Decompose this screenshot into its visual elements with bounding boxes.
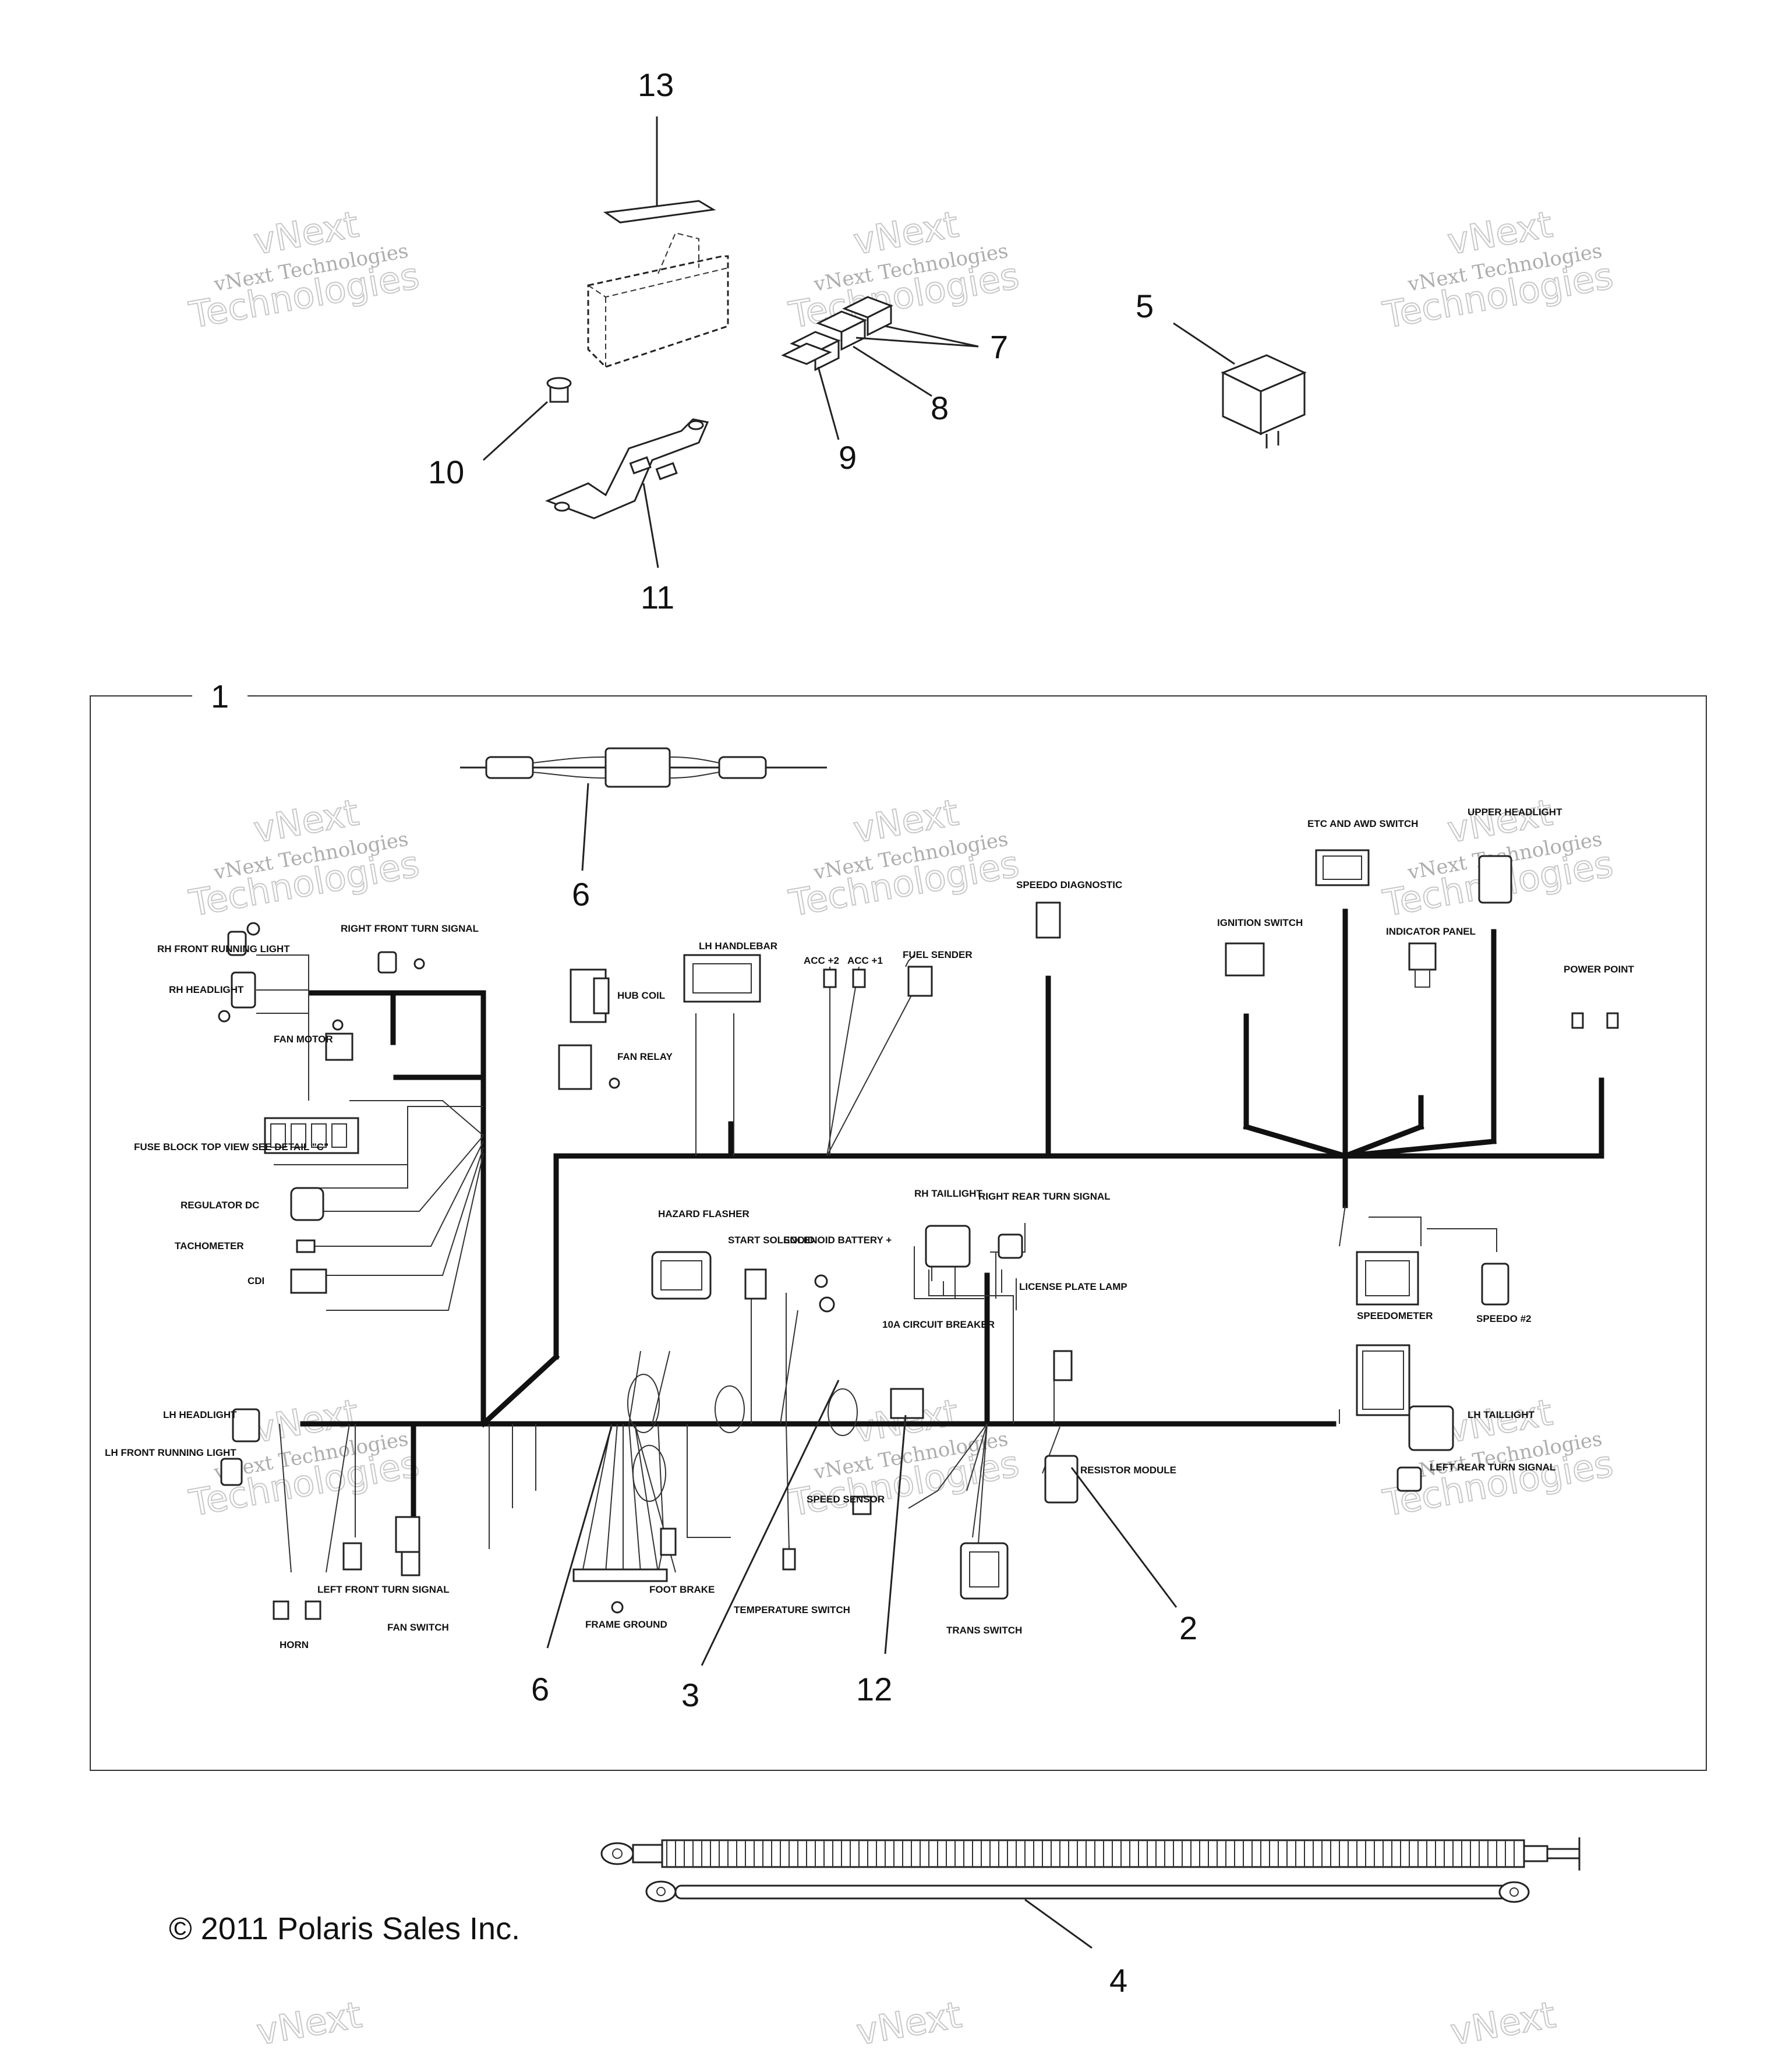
label-rh-taillight: RH TAILLIGHT <box>914 1188 982 1199</box>
callout-3: 3 <box>681 1677 699 1713</box>
label-power-point: POWER POINT <box>1564 964 1635 975</box>
harness-trunks <box>300 908 1604 1517</box>
callout-4: 4 <box>1109 1962 1127 1999</box>
label-indicator-panel: INDICATOR PANEL <box>1386 926 1476 937</box>
label-temperature-switch: TEMPERATURE SWITCH <box>734 1604 850 1615</box>
label-lh-headlight: LH HEADLIGHT <box>163 1409 237 1420</box>
callout-6-top: 6 <box>572 876 590 913</box>
label-left-front-turn-signal: LEFT FRONT TURN SIGNAL <box>317 1584 450 1595</box>
label-lh-taillight: LH TAILLIGHT <box>1468 1409 1535 1420</box>
label-fan-switch: FAN SWITCH <box>387 1622 449 1633</box>
label-start-solenoid: START SOLENOID <box>728 1235 815 1246</box>
callout-1: 1 <box>211 678 229 715</box>
callout-9: 9 <box>839 439 857 476</box>
callout-13: 13 <box>638 66 674 103</box>
label-lh-front-running-light: LH FRONT RUNNING LIGHT <box>105 1447 236 1458</box>
label-foot-brake: FOOT BRAKE <box>649 1584 715 1595</box>
label-hub-coil: HUB COIL <box>617 990 665 1001</box>
battery-cables-4: 4 <box>600 1837 1581 1999</box>
label-acc2: ACC +2 <box>804 955 839 966</box>
label-trans-switch: TRANS SWITCH <box>946 1625 1022 1636</box>
callout-11: 11 <box>641 579 674 616</box>
part-13-decal: 13 <box>603 66 716 224</box>
rh-headlight-connector <box>231 971 256 1009</box>
callout-6-bottom: 6 <box>531 1671 549 1707</box>
callout-10: 10 <box>428 454 464 490</box>
label-ignition-switch: IGNITION SWITCH <box>1217 917 1303 928</box>
label-fuel-sender: FUEL SENDER <box>903 949 973 960</box>
label-circuit-breaker: 10A CIRCUIT BREAKER <box>882 1319 995 1330</box>
label-regulator-dc: REGULATOR DC <box>181 1200 259 1211</box>
copyright-text: © 2011 Polaris Sales Inc. <box>169 1911 520 1946</box>
label-frame-ground: FRAME GROUND <box>585 1619 667 1630</box>
label-fuse-block: FUSE BLOCK TOP VIEW SEE DETAIL "C" <box>134 1141 328 1152</box>
watermark-text: vNext <box>1447 1993 1558 2053</box>
watermark-text: vNext <box>853 1993 964 2053</box>
callout-12: 12 <box>856 1671 892 1707</box>
label-license-plate-lamp: LICENSE PLATE LAMP <box>1019 1281 1127 1292</box>
callout-8: 8 <box>931 390 949 426</box>
label-fan-motor: FAN MOTOR <box>274 1034 333 1045</box>
label-rh-headlight: RH HEADLIGHT <box>169 984 244 995</box>
label-cdi: CDI <box>248 1275 264 1286</box>
callout-5: 5 <box>1136 288 1154 324</box>
watermark-text: vNext <box>253 1993 365 2053</box>
fuse-box-cover <box>587 232 729 368</box>
hazard-flasher-connector <box>651 1251 712 1300</box>
label-solenoid-battery: SOLENOID BATTERY + <box>783 1235 892 1246</box>
label-hazard-flasher: HAZARD FLASHER <box>658 1208 749 1219</box>
resistor-module <box>1044 1455 1079 1504</box>
part-5-relay: 5 <box>1136 288 1307 448</box>
harness-frame: 1 <box>90 678 1707 1771</box>
watermark-group: vNext vNext Technologies Technologies vN… <box>185 202 1617 2054</box>
label-speed-sensor: SPEED SENSOR <box>807 1494 885 1505</box>
label-speedo2: SPEEDO #2 <box>1476 1313 1532 1324</box>
component-labels: RH FRONT RUNNING LIGHT RH HEADLIGHT RIGH… <box>105 807 1635 1650</box>
label-fan-relay: FAN RELAY <box>617 1051 673 1062</box>
label-speedo-diagnostic: SPEEDO DIAGNOSTIC <box>1016 879 1122 890</box>
callout-2: 2 <box>1179 1610 1197 1646</box>
label-speedometer: SPEEDOMETER <box>1357 1310 1433 1321</box>
label-tachometer: TACHOMETER <box>175 1240 244 1251</box>
sub-harness-6: 6 <box>460 747 827 913</box>
label-etc-awd-switch: ETC AND AWD SWITCH <box>1307 818 1418 829</box>
rh-front-running-light-connector <box>227 931 247 956</box>
label-right-front-turn-signal: RIGHT FRONT TURN SIGNAL <box>341 923 479 934</box>
part-10-11-bracket: 10 11 <box>428 377 709 616</box>
label-lh-handlebar: LH HANDLEBAR <box>699 940 777 952</box>
label-left-rear-turn-signal: LEFT REAR TURN SIGNAL <box>1430 1462 1555 1473</box>
label-acc1: ACC +1 <box>847 955 883 966</box>
lower-callouts: 6 3 12 2 <box>531 1380 1197 1713</box>
label-horn: HORN <box>280 1639 309 1650</box>
fuses-7-8-9: 7 8 9 <box>781 296 1008 476</box>
label-right-rear-turn-signal: RIGHT REAR TURN SIGNAL <box>978 1191 1111 1202</box>
callout-7: 7 <box>990 328 1008 365</box>
label-rh-front-running-light: RH FRONT RUNNING LIGHT <box>157 943 290 954</box>
label-upper-headlight: UPPER HEADLIGHT <box>1468 807 1562 818</box>
lh-handlebar-connector <box>683 954 761 1003</box>
label-resistor-module: RESISTOR MODULE <box>1080 1465 1176 1476</box>
components <box>218 849 1619 1620</box>
